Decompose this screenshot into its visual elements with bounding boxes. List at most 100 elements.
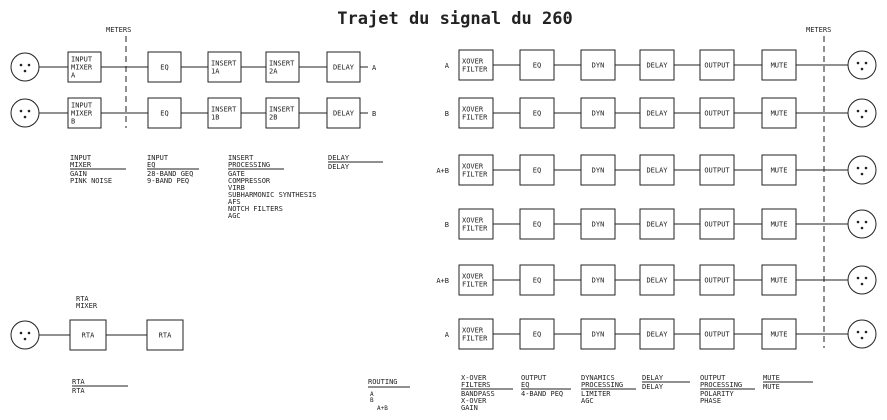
output-block-box bbox=[761, 264, 797, 296]
xlr-pin bbox=[856, 220, 860, 224]
xlr-pin bbox=[23, 337, 27, 341]
legend-item: 28-BAND GEQ bbox=[147, 170, 193, 178]
output-block-box bbox=[761, 97, 797, 129]
output-block-box bbox=[580, 318, 616, 350]
input-block-box bbox=[265, 97, 300, 129]
output-block-label: DYN bbox=[592, 221, 605, 229]
output-block-label: DYN bbox=[592, 277, 605, 285]
legend-heading: DELAY bbox=[642, 374, 664, 382]
output-block-label: OUTPUT bbox=[704, 110, 730, 118]
output-block-box bbox=[761, 49, 797, 81]
output-block-label: OUTPUT bbox=[704, 221, 730, 229]
xlr-pin bbox=[860, 282, 864, 286]
meters-label: METERS bbox=[106, 26, 131, 34]
input-block-box bbox=[265, 51, 300, 83]
output-block-label: MUTE bbox=[771, 331, 788, 339]
output-block-label: OUTPUT bbox=[704, 62, 730, 70]
xlr-pin bbox=[864, 220, 868, 224]
output-block-label: DELAY bbox=[646, 110, 668, 118]
input-block-box bbox=[67, 51, 102, 83]
legend-item: B bbox=[370, 397, 374, 404]
output-block-label: MUTE bbox=[771, 110, 788, 118]
xlr-pin bbox=[856, 276, 860, 280]
legend-item: PHASE bbox=[700, 397, 721, 405]
legend-heading: DELAY bbox=[328, 154, 350, 162]
diagram-title: Trajet du signal du 260 bbox=[337, 9, 572, 29]
routing-label: A bbox=[445, 62, 450, 70]
legend-item: AFS bbox=[228, 198, 241, 206]
legend-item: A bbox=[370, 391, 374, 398]
legend-item: DELAY bbox=[328, 163, 350, 171]
output-block-box bbox=[458, 154, 494, 186]
routing-label: B bbox=[445, 110, 449, 118]
legend-item: PINK NOISE bbox=[70, 177, 112, 185]
output-block-box bbox=[519, 264, 555, 296]
xlr-pin bbox=[864, 330, 868, 334]
legend-item: NOTCH FILTERS bbox=[228, 205, 283, 213]
xlr-pin bbox=[860, 172, 864, 176]
rta-block-box bbox=[146, 319, 184, 351]
output-block-label: DYN bbox=[592, 167, 605, 175]
output-block-box bbox=[580, 264, 616, 296]
output-block-box bbox=[519, 318, 555, 350]
output-block-box bbox=[639, 154, 675, 186]
output-block-label: OUTPUT bbox=[704, 331, 730, 339]
output-block-label: MUTE bbox=[771, 277, 788, 285]
xlr-pin bbox=[856, 109, 860, 113]
rta-mixer-block-label: RTA bbox=[82, 332, 95, 340]
xlr-pin bbox=[19, 109, 23, 113]
output-block-box bbox=[639, 318, 675, 350]
legend-item: COMPRESSOR bbox=[228, 177, 271, 185]
output-block-label: MUTE bbox=[771, 62, 788, 70]
xlr-pin bbox=[27, 63, 31, 67]
output-block-box bbox=[639, 264, 675, 296]
xlr-output-connector bbox=[847, 155, 877, 185]
legend-item: A+B bbox=[377, 405, 388, 412]
legend-item: POLARITY bbox=[700, 390, 735, 398]
xlr-pin bbox=[860, 115, 864, 119]
output-block-box bbox=[699, 97, 735, 129]
routing-label: A+B bbox=[436, 277, 449, 285]
output-block-label: EQ bbox=[533, 331, 541, 339]
output-block-label: OUTPUT bbox=[704, 167, 730, 175]
legend-item: DELAY bbox=[642, 383, 664, 391]
input-block-label: DELAY bbox=[333, 64, 355, 72]
legend-heading: MUTE bbox=[763, 374, 780, 382]
legend-item: 4-BAND PEQ bbox=[521, 390, 563, 398]
output-block-label: DYN bbox=[592, 331, 605, 339]
legend-heading: RTA bbox=[72, 378, 85, 386]
xlr-output-connector bbox=[847, 50, 877, 80]
output-block-label: DELAY bbox=[646, 167, 668, 175]
output-block-label: DELAY bbox=[646, 221, 668, 229]
channel-label: A bbox=[372, 64, 377, 72]
input-block-label: EQ bbox=[160, 64, 168, 72]
legend-item: VIRB bbox=[228, 184, 245, 192]
output-block-label: DYN bbox=[592, 62, 605, 70]
output-block-label: DELAY bbox=[646, 277, 668, 285]
xlr-rta-connector bbox=[10, 320, 40, 350]
output-block-label: MUTE bbox=[771, 221, 788, 229]
xlr-output-connector bbox=[847, 98, 877, 128]
legend-item: AGC bbox=[581, 397, 594, 405]
output-block-label: EQ bbox=[533, 62, 541, 70]
xlr-pin bbox=[864, 61, 868, 65]
xlr-pin bbox=[856, 330, 860, 334]
output-block-box bbox=[580, 208, 616, 240]
legend-heading: ROUTING bbox=[368, 378, 398, 386]
